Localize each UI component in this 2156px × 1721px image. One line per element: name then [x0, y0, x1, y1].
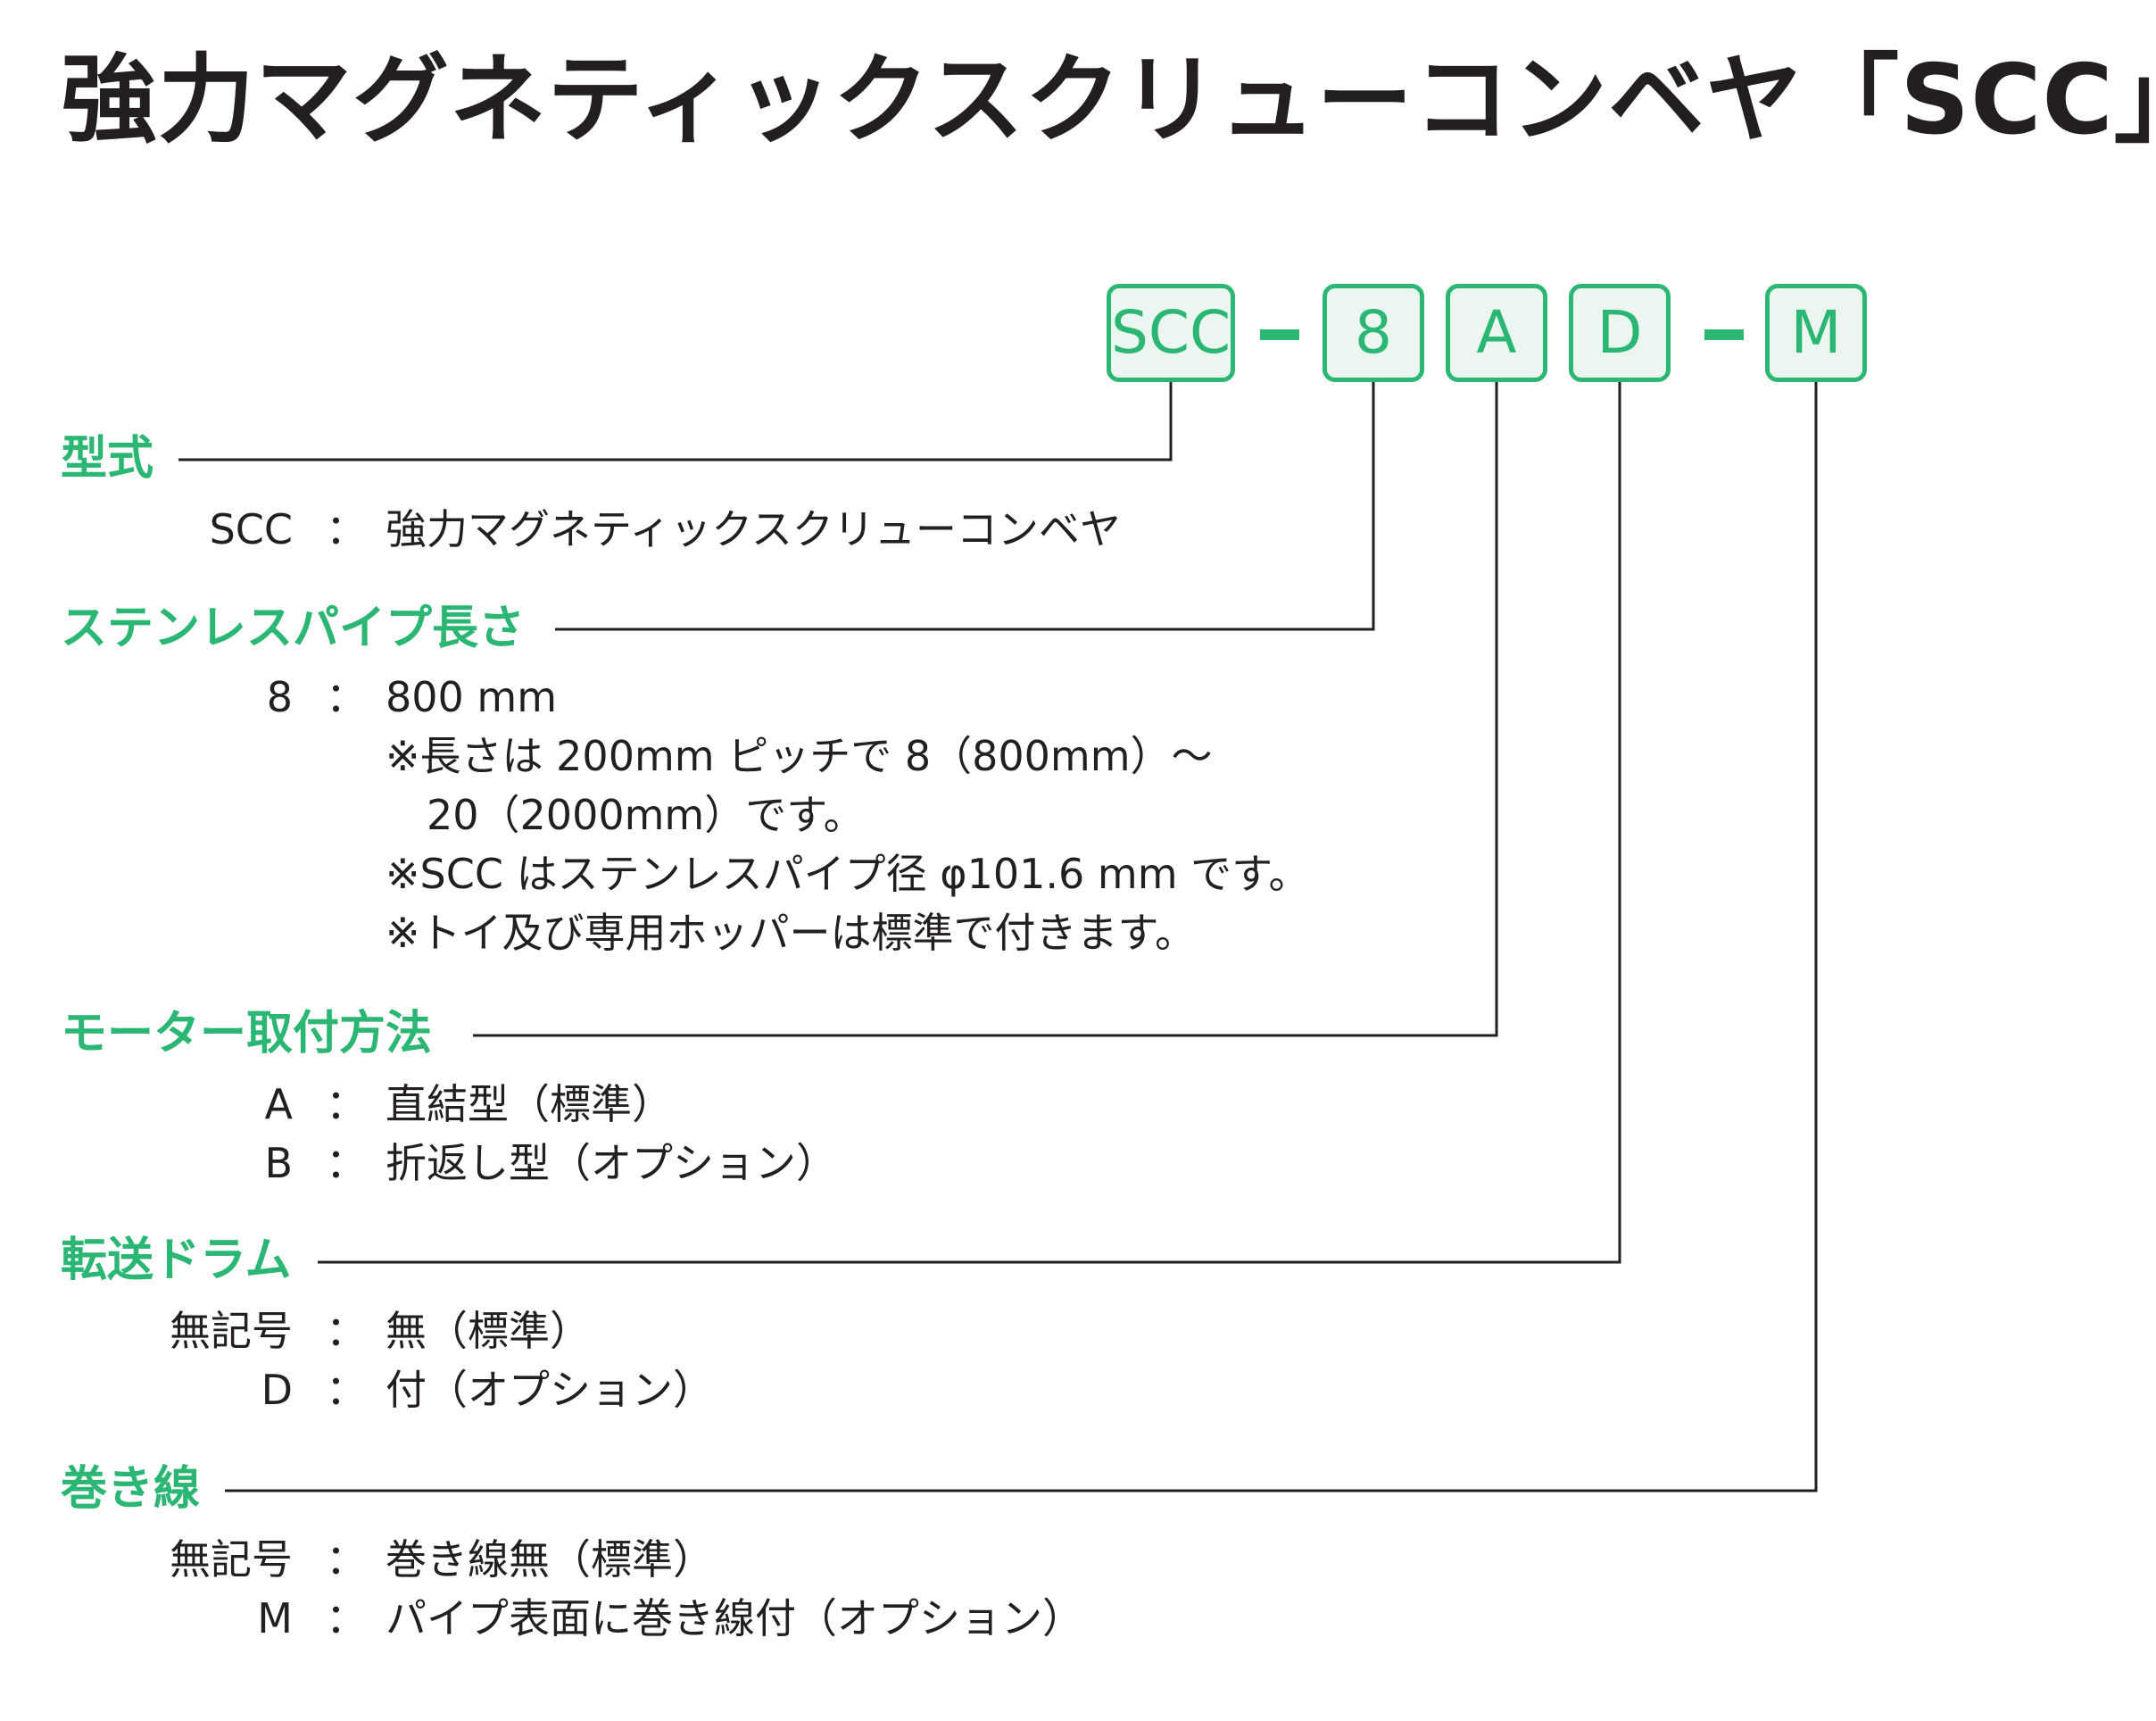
leader-line-motor	[473, 382, 1498, 1037]
option-colon: ：	[326, 1307, 367, 1355]
note-line: ※SCC はステンレスパイプ径 φ101.6 mm です。	[386, 850, 1310, 898]
option-desc: 折返し型（オプション）	[386, 1139, 837, 1187]
code-box-drum: D	[1569, 284, 1671, 382]
code-box-length: 8	[1323, 284, 1424, 382]
section-title-motor-mount: モーター取付方法	[61, 1007, 433, 1060]
option-key: D	[261, 1366, 293, 1414]
option-key: 無記号	[170, 1535, 293, 1584]
option-colon: ：	[326, 1080, 367, 1128]
section-title-model: 型式	[61, 432, 154, 486]
option-colon: ：	[326, 1139, 367, 1187]
option-desc: 強力マグネティックスクリューコンベヤ	[386, 505, 1121, 553]
code-box-motor: A	[1446, 284, 1547, 382]
code-box-model: SCC	[1107, 284, 1235, 382]
option-desc: 800 mm	[386, 673, 558, 721]
leader-line-model	[178, 382, 1173, 461]
page-title: 強力マグネティックスクリューコンベヤ「SCC」	[61, 45, 2156, 156]
code-dash	[1704, 329, 1744, 340]
option-key: 8	[266, 673, 293, 721]
code-dash	[1260, 329, 1299, 340]
leader-line-drum	[318, 382, 1621, 1264]
leader-line-length	[555, 382, 1375, 631]
option-desc: 付（オプション）	[386, 1366, 714, 1414]
option-key: B	[264, 1139, 293, 1187]
section-title-pipe-length: ステンレスパイプ長さ	[61, 602, 526, 655]
option-colon: ：	[326, 1535, 367, 1584]
code-box-winding: M	[1765, 284, 1867, 382]
option-desc: パイプ表面に巻き線付（オプション）	[386, 1594, 1083, 1642]
section-title-winding: 巻き線	[61, 1462, 201, 1516]
leader-line-winding	[225, 382, 1818, 1492]
note-line: ※長さは 200mm ピッチで 8（800mm）～	[386, 732, 1213, 780]
option-colon: ：	[326, 1366, 367, 1414]
option-key: A	[264, 1080, 293, 1128]
option-desc: 巻き線無（標準）	[386, 1535, 714, 1584]
option-desc: 無（標準）	[386, 1307, 591, 1355]
option-key: M	[257, 1594, 293, 1642]
option-key: 無記号	[170, 1307, 293, 1355]
note-line: 20（2000mm）です。	[386, 791, 865, 839]
option-colon: ：	[326, 1594, 367, 1642]
note-line: ※トイ及び専用ホッパーは標準で付きます。	[386, 909, 1196, 957]
option-colon: ：	[326, 505, 367, 553]
section-title-transfer-drum: 転送ドラム	[61, 1234, 292, 1287]
option-desc: 直結型（標準）	[386, 1080, 673, 1128]
option-key: SCC	[209, 505, 293, 553]
option-colon: ：	[326, 673, 367, 721]
